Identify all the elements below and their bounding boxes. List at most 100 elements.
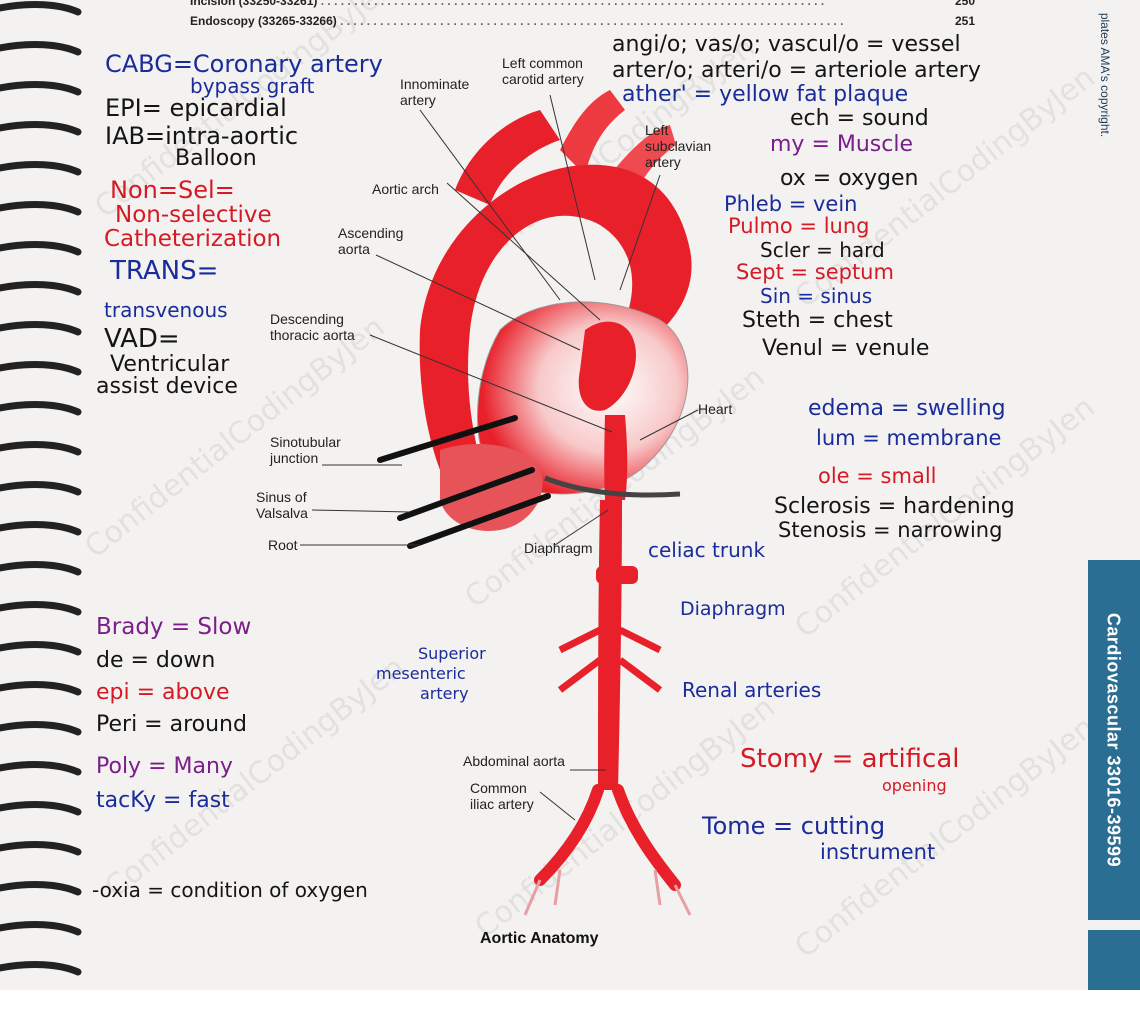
label-sinus-of-valsalva: Sinus of Valsalva — [256, 489, 308, 521]
renal-arteries — [557, 626, 663, 693]
note-epi-above: epi = above — [96, 680, 230, 705]
label-sinotubular-junction: Sinotubular junction — [270, 434, 341, 466]
celiac-trunk — [596, 566, 638, 584]
note-my: my = Muscle — [770, 132, 913, 157]
label-ascending-aorta: Ascending aorta — [338, 225, 403, 257]
label-descending-thoracic-aorta: Descending thoracic aorta — [270, 311, 355, 343]
toc-page-number: 250 — [955, 0, 976, 8]
note-sin: Sin = sinus — [760, 284, 873, 308]
ascending-aorta — [578, 321, 636, 411]
note-iab-line1: IAB=intra-aortic — [105, 122, 299, 150]
note-nonsel-line1: Non=Sel= — [110, 176, 235, 204]
abdominal-aorta — [598, 500, 622, 790]
label-line: subclavian — [645, 138, 712, 155]
note-cabg-line1: CABG=Coronary artery — [105, 50, 383, 78]
note-ole: ole = small — [818, 464, 937, 488]
label-line: Descending — [270, 311, 344, 327]
note-pulmo: Pulmo = lung — [728, 214, 870, 238]
note-sma-line2: mesenteric — [376, 664, 466, 683]
descending-thoracic-aorta — [604, 415, 628, 500]
note-celiac-trunk: celiac trunk — [648, 538, 766, 562]
note-de: de = down — [96, 648, 216, 673]
label-line: Common — [470, 780, 527, 796]
note-vad-line1: VAD= — [104, 324, 180, 354]
note-poly: Poly = Many — [96, 754, 233, 779]
label-line: Left common — [502, 55, 583, 71]
label-line: artery — [645, 154, 681, 171]
note-iab-line2: Balloon — [175, 146, 257, 171]
toc-entry-endoscopy: Endoscopy (33265-33266) . . . . . . . . … — [190, 14, 976, 28]
label-line: Sinotubular — [270, 434, 341, 450]
label-line: Sinus of — [256, 489, 307, 505]
note-lum: lum = membrane — [816, 426, 1002, 450]
note-trans-line1: TRANS= — [110, 256, 219, 286]
note-vessel: angi/o; vas/o; vascul/o = vessel — [612, 32, 961, 57]
note-vad-line2: Ventricular — [110, 352, 230, 377]
marker-lines — [377, 415, 551, 549]
label-line: junction — [270, 450, 319, 467]
note-edema: edema = swelling — [808, 396, 1006, 421]
common-iliac-arteries — [534, 784, 681, 891]
note-renal-arteries: Renal arteries — [682, 678, 822, 702]
note-venul: Venul = venule — [762, 336, 930, 361]
figure-caption: Aortic Anatomy — [480, 930, 599, 947]
label-line: Innominate — [400, 76, 470, 92]
label-line: carotid artery — [502, 71, 584, 88]
toc-entry-incision: Incision (33250-33261) . . . . . . . . .… — [190, 0, 975, 8]
note-epi: EPI= epicardial — [105, 94, 287, 122]
label-line: thoracic aorta — [270, 327, 355, 344]
note-sma-line1: Superior — [418, 644, 486, 663]
note-ech: ech = sound — [790, 106, 929, 131]
note-artery: arter/o; arteri/o = arteriole artery — [612, 58, 981, 83]
note-stenosis: Stenosis = narrowing — [778, 518, 1003, 542]
note-ather: ather' = yellow fat plaque — [622, 82, 909, 107]
label-diaphragm: Diaphragm — [524, 540, 593, 556]
label-innominate-artery: Innominate artery — [400, 76, 469, 108]
note-sclerosis: Sclerosis = hardening — [774, 494, 1015, 519]
section-tab-edge — [1088, 930, 1140, 990]
note-ox: ox = oxygen — [780, 166, 919, 191]
note-stomy-line2: opening — [882, 776, 947, 795]
toc-label: Endoscopy (33265-33266) — [190, 14, 337, 28]
label-line: aorta — [338, 241, 370, 258]
note-nonsel-line3: Catheterization — [104, 226, 282, 252]
note-stomy-line1: Stomy = artifical — [740, 744, 960, 774]
leader-lines — [300, 94, 699, 821]
note-sept: Sept = septum — [736, 260, 894, 284]
carotid-branch — [560, 90, 625, 175]
note-oxia: -oxia = condition of oxygen — [92, 878, 368, 902]
label-abdominal-aorta: Abdominal aorta — [463, 753, 565, 769]
note-diaphragm: Diaphragm — [680, 598, 786, 620]
note-steth: Steth = chest — [742, 308, 893, 333]
note-tachy: tacKy = fast — [96, 788, 230, 813]
label-line: artery — [400, 92, 436, 109]
label-line: Ascending — [338, 225, 404, 241]
iliac-branches — [523, 869, 692, 916]
note-tome-line1: Tome = cutting — [702, 812, 886, 840]
aortic-arch — [419, 164, 692, 471]
label-left-subclavian: Left subclavian artery — [645, 122, 711, 170]
note-sma-line3: artery — [420, 684, 469, 703]
label-heart: Heart — [698, 401, 733, 417]
toc-page-number: 251 — [955, 14, 976, 28]
spiral-binding — [0, 1, 82, 976]
page-bottom-margin — [0, 990, 1140, 1023]
note-tome-line2: instrument — [820, 840, 936, 864]
toc-label: Incision (33250-33261) — [190, 0, 318, 8]
note-nonsel-line2: Non-selective — [115, 202, 272, 228]
label-aortic-arch: Aortic arch — [372, 181, 439, 197]
section-tab — [1088, 560, 1140, 920]
note-scler: Scler = hard — [760, 238, 885, 262]
innominate-branch — [455, 110, 560, 205]
label-line: Valsalva — [256, 505, 308, 522]
label-root: Root — [268, 537, 298, 553]
note-peri: Peri = around — [96, 712, 247, 737]
label-left-common-carotid: Left common carotid artery — [502, 55, 584, 87]
label-line: Left — [645, 122, 669, 138]
label-common-iliac-artery: Common iliac artery — [470, 780, 534, 812]
label-line: iliac artery — [470, 796, 534, 813]
note-brady: Brady = Slow — [96, 614, 252, 640]
diaphragm-line — [544, 475, 681, 498]
